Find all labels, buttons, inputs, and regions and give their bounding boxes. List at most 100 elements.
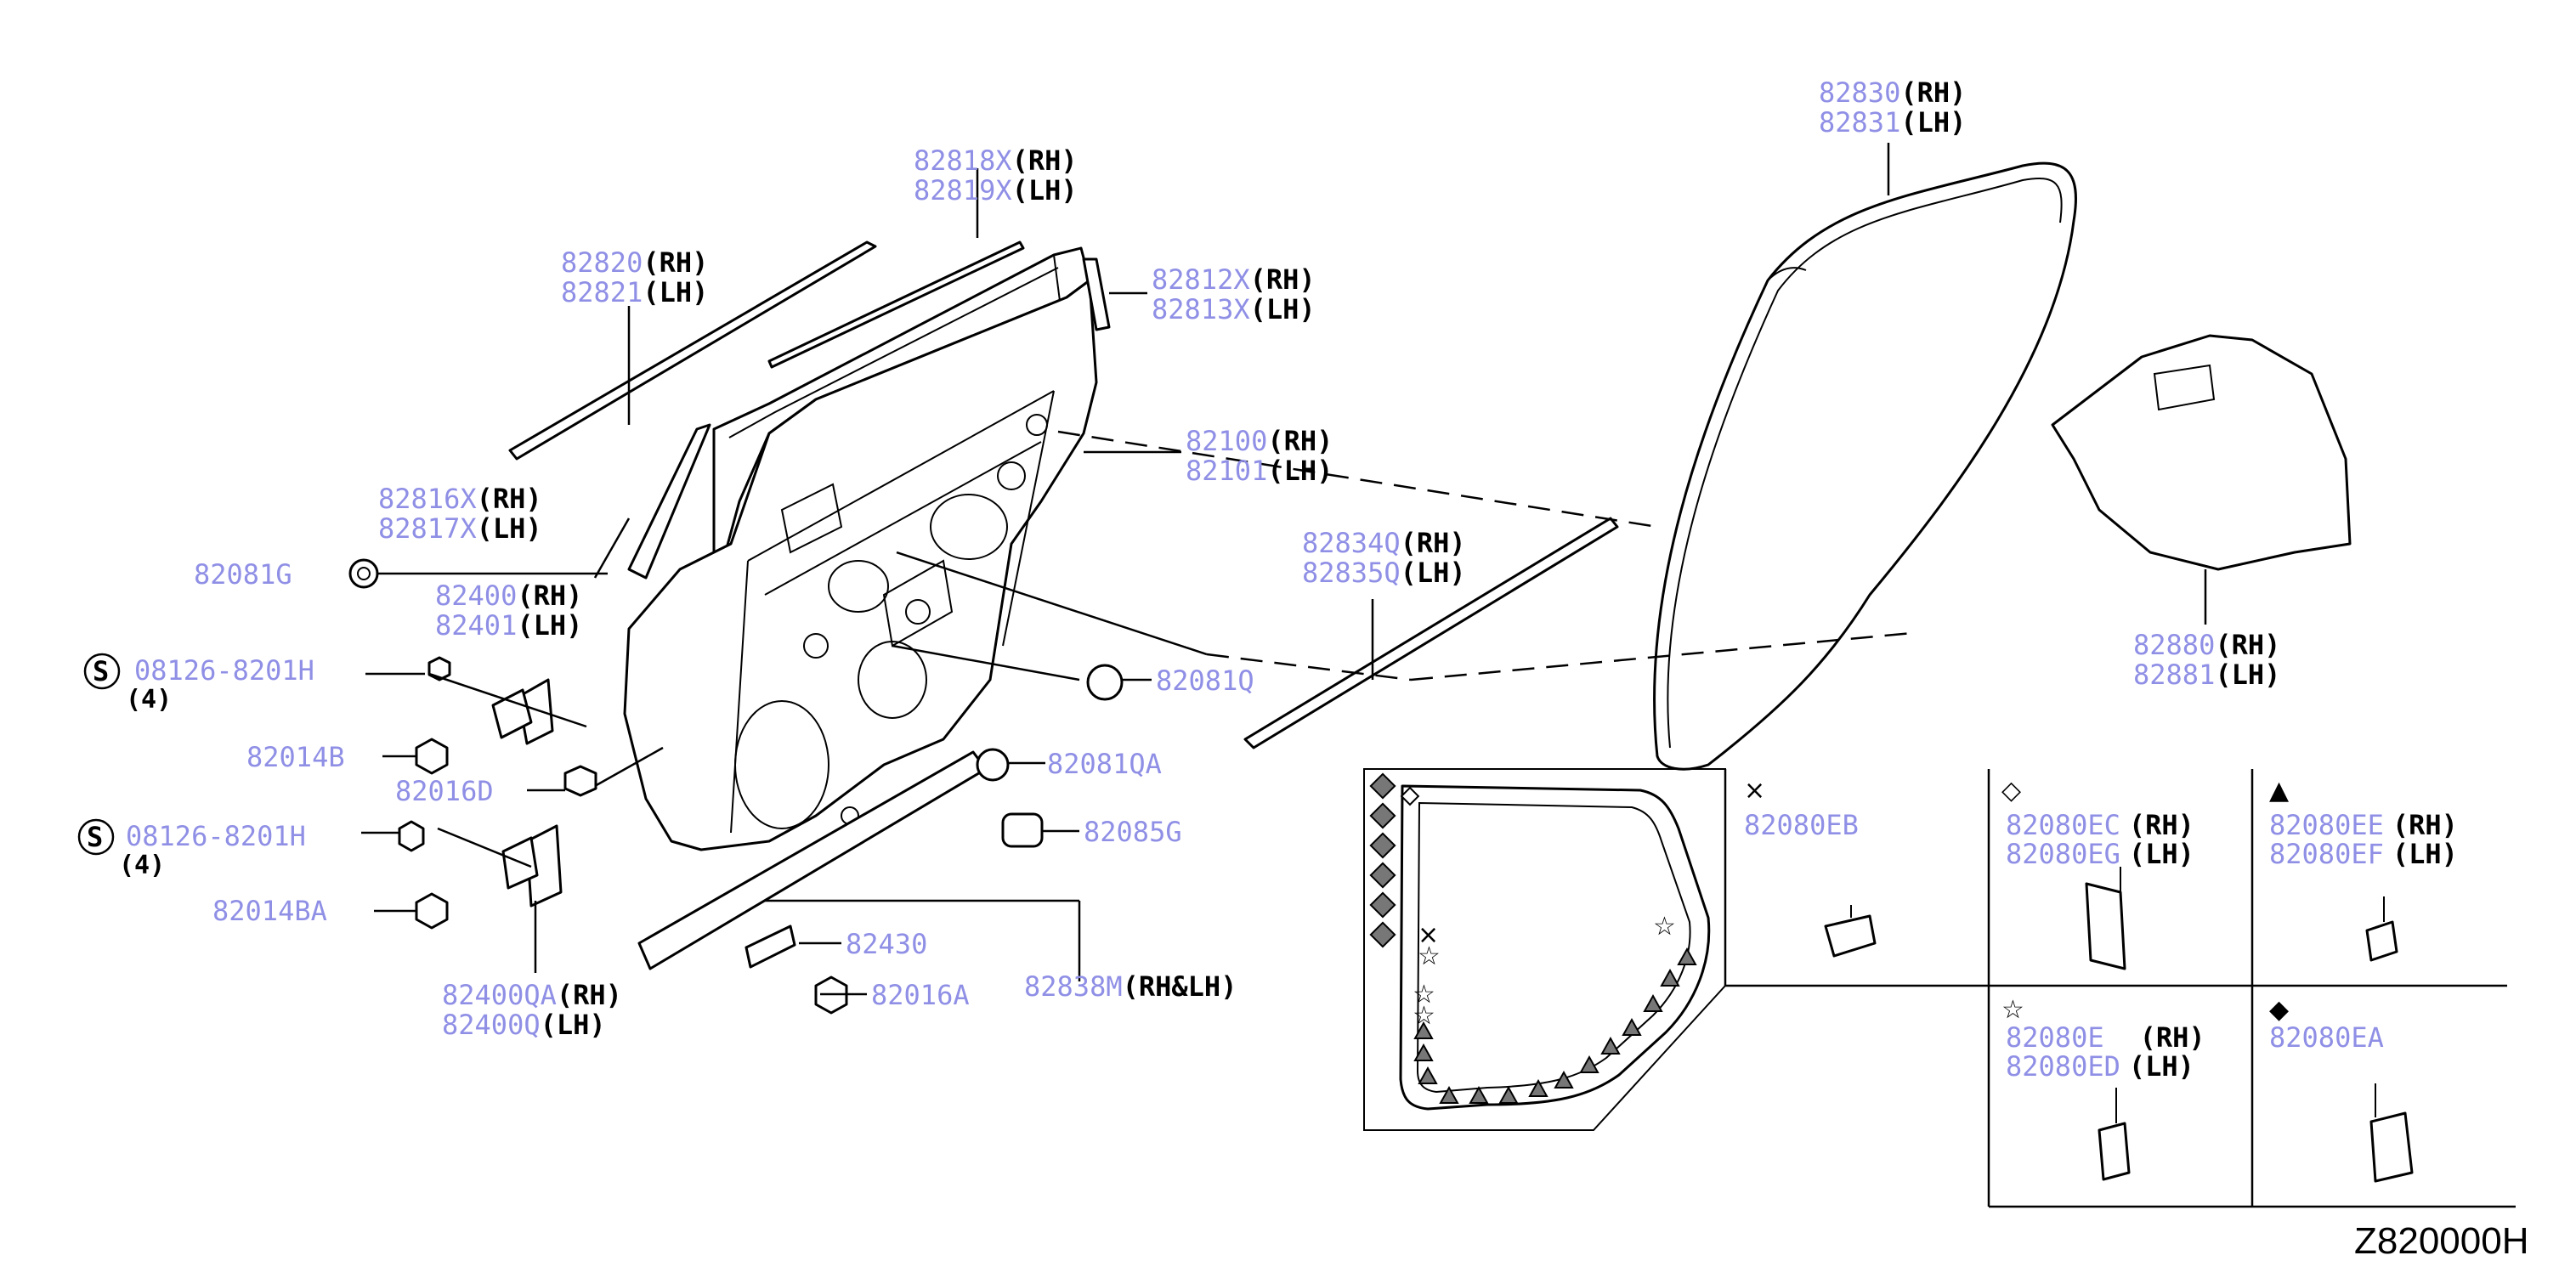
part-number: 82080EF [2269, 838, 2384, 870]
inset-diamond-markers [1369, 772, 1396, 948]
svg-text:82818X(RH): 82818X(RH) [914, 144, 1078, 177]
svg-text:82831(LH): 82831(LH) [1819, 106, 1966, 139]
part-number: 82881 [2133, 659, 2215, 691]
side-label: (RH) [2215, 629, 2280, 661]
legend-markers: × ◇ ▲ ☆ ◆ [1744, 776, 2289, 1025]
side-label: (RH) [2392, 809, 2458, 841]
clip-location-inset: × ☆ ☆ ☆ ☆ [1363, 768, 1726, 1131]
label-82016a: 82016A [871, 979, 970, 1011]
part-number: 82817X [378, 512, 477, 545]
clip-drawings [1824, 867, 2414, 1183]
legend-82080ea: 82080EA [2269, 1021, 2384, 1054]
side-label: (LH) [1012, 174, 1078, 206]
side-label: (LH) [2392, 838, 2458, 870]
side-label: (RH) [1250, 263, 1316, 296]
legend-marker-diamond: ◆ [2269, 995, 2289, 1025]
side-label: (RH) [1900, 76, 1966, 109]
callout-82818x: 82818X(RH) 82819X(LH) [914, 144, 1078, 206]
side-label: (LH) [1267, 455, 1333, 487]
label-82014b: 82014B [246, 741, 345, 773]
part-number: 82100 [1186, 425, 1267, 457]
side-label: (RH) [1401, 527, 1466, 559]
callout-82812x: 82812X(RH) 82813X(LH) [1152, 263, 1316, 325]
svg-text:82080E(RH): 82080E(RH) [2006, 1021, 2205, 1054]
label-82081q: 82081Q [1156, 664, 1254, 697]
svg-text:82816X(RH): 82816X(RH) [378, 483, 542, 515]
part-number: 82080EE [2269, 809, 2384, 841]
part-number: 82400 [435, 580, 517, 612]
bolt-number: 08126-8201H [134, 654, 314, 687]
legend-marker-star: ☆ [2001, 995, 2024, 1025]
side-label: (LH) [1401, 557, 1466, 589]
side-label: (RH&LH) [1123, 970, 1237, 1003]
standard-bolt-2: S 08126-8201H (4) [77, 818, 306, 880]
side-label: (LH) [517, 609, 582, 642]
quantity: (4) [126, 685, 172, 715]
side-label: (LH) [1900, 106, 1966, 139]
svg-text:82880(RH): 82880(RH) [2133, 629, 2280, 661]
svg-text:82835Q(LH): 82835Q(LH) [1302, 557, 1466, 589]
svg-text:☆: ☆ [1418, 942, 1441, 971]
svg-text:82400QA(RH): 82400QA(RH) [442, 979, 622, 1011]
side-label: (LH) [643, 276, 708, 308]
part-number: 82080EA [2269, 1021, 2384, 1054]
callout-82820: 82820(RH) 82821(LH) [561, 246, 708, 308]
svg-text:82813X(LH): 82813X(LH) [1152, 293, 1316, 325]
svg-text:☆: ☆ [1413, 980, 1435, 1009]
part-number: 82820 [561, 246, 643, 279]
fasteners [348, 558, 1124, 1015]
part-number: 82816X [378, 483, 477, 515]
side-label: (LH) [477, 512, 542, 545]
side-label: (LH) [1250, 293, 1316, 325]
standard-bolt-1: S 08126-8201H (4) [83, 653, 314, 715]
svg-text:×: × [1418, 920, 1439, 950]
legend-marker-open-diamond: ◇ [2001, 776, 2021, 806]
svg-text:82101(LH): 82101(LH) [1186, 455, 1333, 487]
side-label: (RH) [557, 979, 622, 1011]
callout-82400qa: 82400QA(RH) 82400Q(LH) [442, 979, 622, 1041]
upper-mouldings [508, 240, 1111, 580]
part-number: 82401 [435, 609, 517, 642]
svg-text:☆: ☆ [1653, 912, 1676, 942]
svg-text:82817X(LH): 82817X(LH) [378, 512, 542, 545]
side-label: (RH) [517, 580, 582, 612]
part-number: 82400Q [442, 1009, 541, 1041]
label-82081qa: 82081QA [1047, 748, 1162, 780]
side-label: (LH) [2129, 1050, 2194, 1083]
leader-lines [361, 143, 2207, 996]
svg-text:82080EF(LH): 82080EF(LH) [2269, 838, 2458, 870]
label-82081g: 82081G [194, 558, 292, 591]
side-label: (RH) [477, 483, 542, 515]
side-label: (RH) [1267, 425, 1333, 457]
sealing-screen-part [2051, 334, 2352, 571]
side-label: (RH) [643, 246, 708, 279]
svg-text:82400Q(LH): 82400Q(LH) [442, 1009, 606, 1041]
callout-82816x: 82816X(RH) 82817X(LH) [378, 483, 542, 545]
callout-82880: 82880(RH) 82881(LH) [2133, 629, 2280, 691]
part-number: 82101 [1186, 455, 1267, 487]
quantity: (4) [119, 851, 165, 880]
label-82085g: 82085G [1084, 816, 1182, 848]
callout-82830: 82830(RH) 82831(LH) [1819, 76, 1966, 139]
upper-hinge-part [491, 678, 554, 745]
part-number: 82080E [2006, 1021, 2104, 1054]
part-number: 82818X [914, 144, 1012, 177]
part-number: 82830 [1819, 76, 1900, 109]
standard-symbol: S [87, 821, 103, 853]
label-82838m: 82838M(RH&LH) [1024, 970, 1237, 1003]
bolt-number: 08126-8201H [126, 820, 306, 852]
part-number: 82819X [914, 174, 1012, 206]
svg-text:82400(RH): 82400(RH) [435, 580, 582, 612]
callout-82400: 82400(RH) 82401(LH) [435, 580, 582, 642]
diagram-code: Z820000H [2354, 1220, 2528, 1261]
side-label: (RH) [1012, 144, 1078, 177]
svg-text:82080EE(RH): 82080EE(RH) [2269, 809, 2458, 841]
rear-door-panel [623, 246, 1098, 851]
part-number: 82080EC [2006, 809, 2120, 841]
svg-text:82820(RH): 82820(RH) [561, 246, 708, 279]
lower-hinge-part [501, 824, 563, 908]
svg-text:82821(LH): 82821(LH) [561, 276, 708, 308]
svg-text:82830(RH): 82830(RH) [1819, 76, 1966, 109]
inset-triangle-markers [1413, 947, 1697, 1104]
